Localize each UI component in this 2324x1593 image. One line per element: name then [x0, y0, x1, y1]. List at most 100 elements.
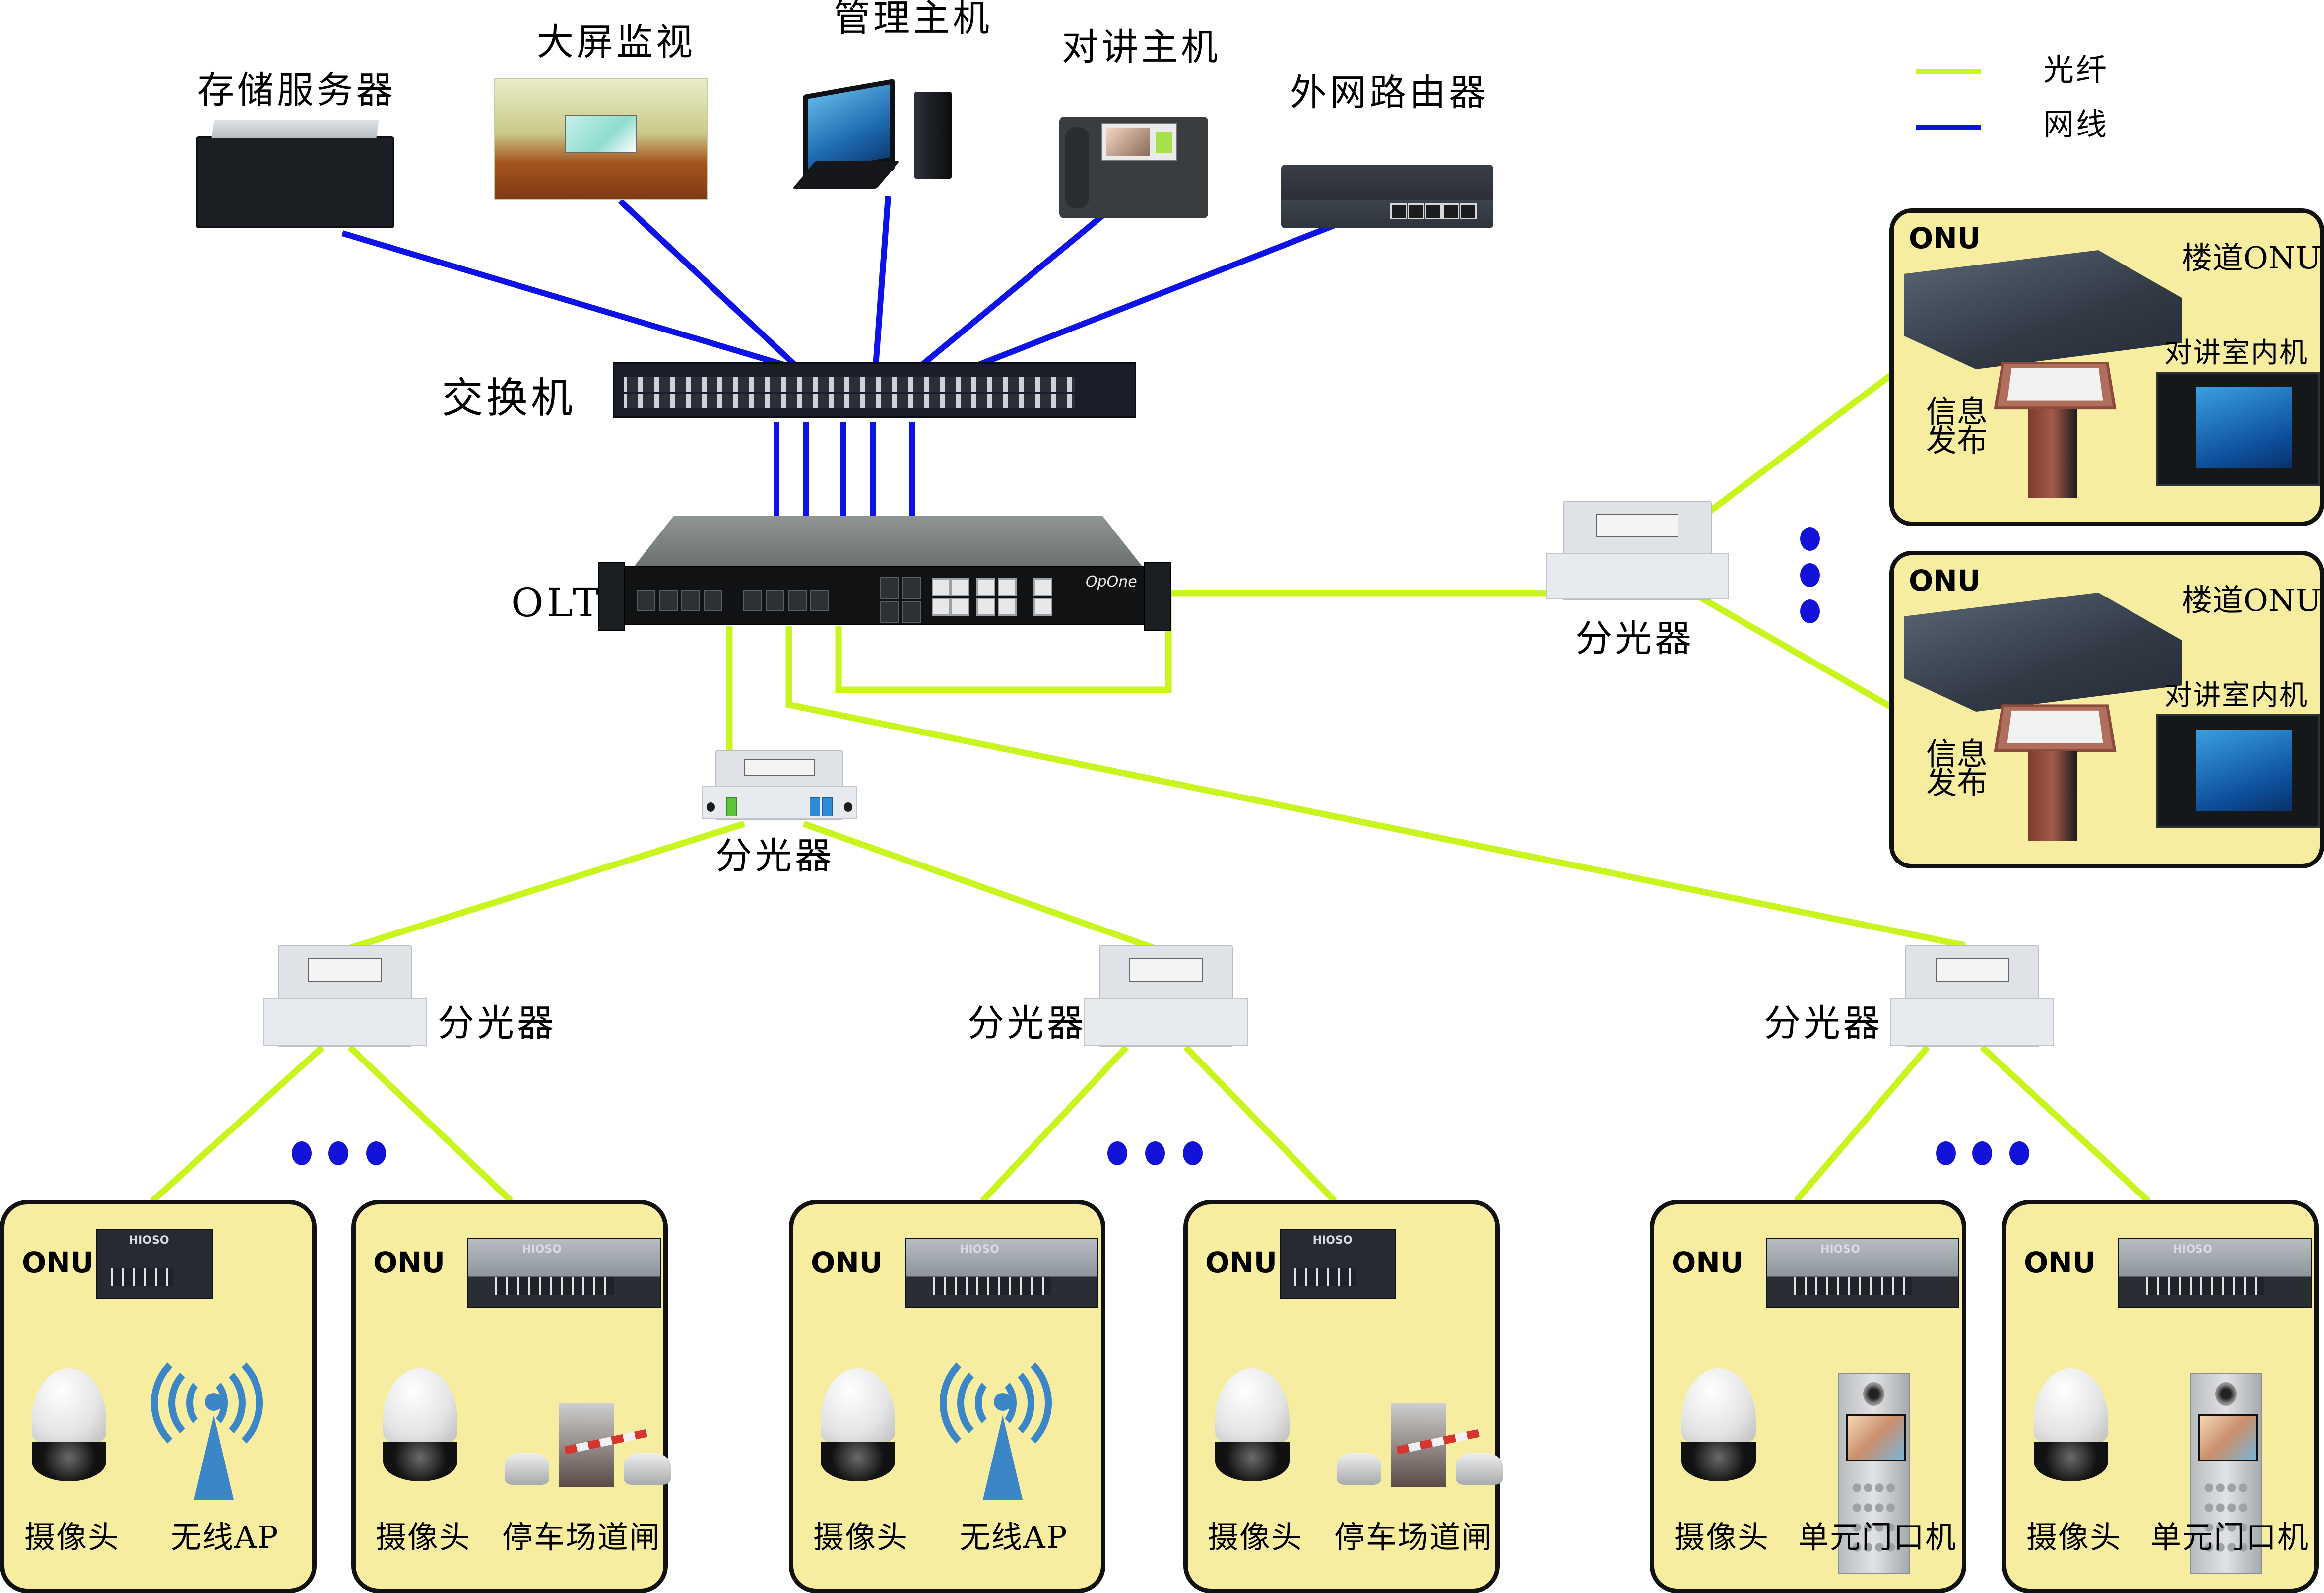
ellipsis-dot	[1972, 1141, 1992, 1165]
legend-fiber-label: 光纤	[2043, 52, 2109, 88]
rack-server-icon	[196, 120, 394, 228]
onu-tag: ONU	[1672, 1246, 1743, 1279]
switch-label: 交换机	[442, 374, 576, 422]
onu-brand: HIOSO	[522, 1243, 562, 1256]
ethernet-line	[873, 196, 891, 367]
fiber-line	[802, 820, 1158, 952]
info-publish-label-line1: 信息	[1926, 394, 1988, 430]
device-label-camera: 摄像头	[24, 1519, 120, 1555]
secondary-splitter-icon	[1890, 945, 2054, 1047]
field-onu-box: ONU HIOSO 摄像头 无线AP	[0, 1200, 317, 1593]
indoor-intercom-label: 对讲室内机	[2164, 337, 2308, 369]
building-onu-icon	[1904, 250, 2182, 369]
onu-tag: ONU	[1205, 1246, 1277, 1279]
building-onu-box: ONU 楼道ONU 信息 发布 对讲室内机	[1889, 551, 2324, 868]
intercom-host-label: 对讲主机	[1062, 26, 1221, 68]
building-onu-box: ONU 楼道ONU 信息 发布 对讲室内机	[1889, 208, 2324, 526]
fiber-line	[1183, 1045, 1337, 1203]
device-label-endpoint: 单元门口机	[2150, 1519, 2310, 1555]
onu-tag: ONU	[373, 1246, 445, 1279]
fiber-line	[1794, 1045, 1930, 1203]
building-splitter-icon	[1546, 501, 1729, 600]
device-label-camera: 摄像头	[1208, 1519, 1303, 1555]
storage-server-label: 存储服务器	[197, 69, 396, 112]
primary-splitter-icon	[701, 750, 858, 820]
kiosk-stand	[2028, 751, 2077, 841]
info-publish-label-line1: 信息	[1926, 736, 1988, 772]
onu-8port-icon: HIOSO	[1766, 1238, 1959, 1308]
indoor-monitor-icon	[2156, 372, 2320, 486]
device-label-camera: 摄像头	[2026, 1519, 2122, 1555]
onu-brand: HIOSO	[1820, 1243, 1860, 1256]
onu-8port-icon: HIOSO	[2118, 1238, 2312, 1308]
building-onu-title: 楼道ONU	[2182, 240, 2322, 276]
building-splitter-label: 分光器	[1575, 617, 1694, 660]
olt-label: OLT	[511, 580, 602, 626]
fiber-line	[785, 626, 1966, 949]
fiber-line	[835, 590, 1565, 693]
kiosk-stand	[2028, 409, 2077, 498]
fiber-line	[980, 1045, 1129, 1203]
info-kiosk-icon	[1994, 704, 2117, 752]
ellipsis-dot	[1800, 599, 1820, 623]
onu-4port-icon: HIOSO	[96, 1229, 213, 1299]
fiber-line	[150, 1045, 325, 1203]
fiber-line	[1980, 1045, 2151, 1203]
field-onu-box: ONU HIOSO 摄像头 单元门口机	[2002, 1200, 2319, 1593]
building-onu-icon	[1904, 593, 2182, 712]
fiber-line	[1695, 372, 1893, 524]
video-wall-icon	[494, 78, 708, 200]
device-label-endpoint: 无线AP	[960, 1519, 1068, 1555]
olt-brand: OpOne	[1086, 573, 1137, 591]
ethernet-line	[918, 206, 1113, 369]
indoor-intercom-label: 对讲室内机	[2164, 679, 2308, 712]
ellipsis-dot	[1145, 1141, 1165, 1165]
onu-tag: ONU	[1909, 564, 1981, 597]
onu-brand: HIOSO	[960, 1243, 999, 1256]
onu-tag: ONU	[811, 1246, 883, 1279]
ellipsis-dot	[292, 1141, 312, 1165]
info-kiosk-icon	[1994, 362, 2117, 410]
ellipsis-dot	[1936, 1141, 1956, 1165]
field-onu-box: ONU HIOSO 摄像头 停车场道闸	[1183, 1200, 1503, 1593]
field-onu-box: ONU HIOSO 摄像头 停车场道闸	[351, 1200, 671, 1593]
ethernet-line	[973, 220, 1341, 369]
ellipsis-dot	[328, 1141, 348, 1165]
router-icon	[1281, 165, 1493, 228]
ethernet-line	[618, 199, 799, 369]
onu-4port-icon: HIOSO	[1280, 1229, 1396, 1299]
primary-splitter-label: 分光器	[715, 835, 835, 877]
device-label-endpoint: 停车场道闸	[1334, 1519, 1493, 1555]
onu-8port-icon: HIOSO	[905, 1238, 1098, 1308]
fiber-line	[346, 820, 745, 952]
device-label-camera: 摄像头	[813, 1519, 909, 1555]
device-label-endpoint: 单元门口机	[1798, 1519, 1957, 1555]
switch-48port-icon	[613, 362, 1136, 418]
management-pc-label: 管理主机	[834, 0, 992, 40]
info-publish-label-line2: 发布	[1926, 765, 1988, 801]
secondary-splitter-label: 分光器	[1764, 1002, 1883, 1045]
onu-brand: HIOSO	[1312, 1234, 1353, 1247]
ellipsis-dot	[1183, 1141, 1203, 1165]
ellipsis-dot	[1800, 527, 1820, 551]
door-station-icon	[2190, 1373, 2262, 1574]
intercom-phone-icon	[1059, 117, 1208, 218]
field-onu-box: ONU HIOSO 摄像头 无线AP	[789, 1200, 1105, 1593]
secondary-splitter-label: 分光器	[968, 1002, 1087, 1045]
legend-ethernet-label: 网线	[2043, 106, 2109, 142]
secondary-splitter-icon	[1084, 945, 1248, 1047]
info-publish-label-line2: 发布	[1926, 422, 1988, 459]
ellipsis-dot	[2009, 1141, 2029, 1165]
door-station-icon	[1838, 1373, 1910, 1574]
device-label-endpoint: 无线AP	[171, 1519, 279, 1555]
device-label-camera: 摄像头	[1674, 1519, 1770, 1555]
onu-brand: HIOSO	[129, 1234, 169, 1247]
onu-8port-icon: HIOSO	[467, 1238, 661, 1308]
building-onu-title: 楼道ONU	[2182, 582, 2322, 618]
ellipsis-dot	[366, 1141, 386, 1165]
onu-tag: ONU	[2024, 1246, 2096, 1279]
legend-fiber-swatch	[1916, 69, 1981, 74]
legend-ethernet-swatch	[1916, 125, 1981, 130]
onu-tag: ONU	[1909, 221, 1981, 255]
